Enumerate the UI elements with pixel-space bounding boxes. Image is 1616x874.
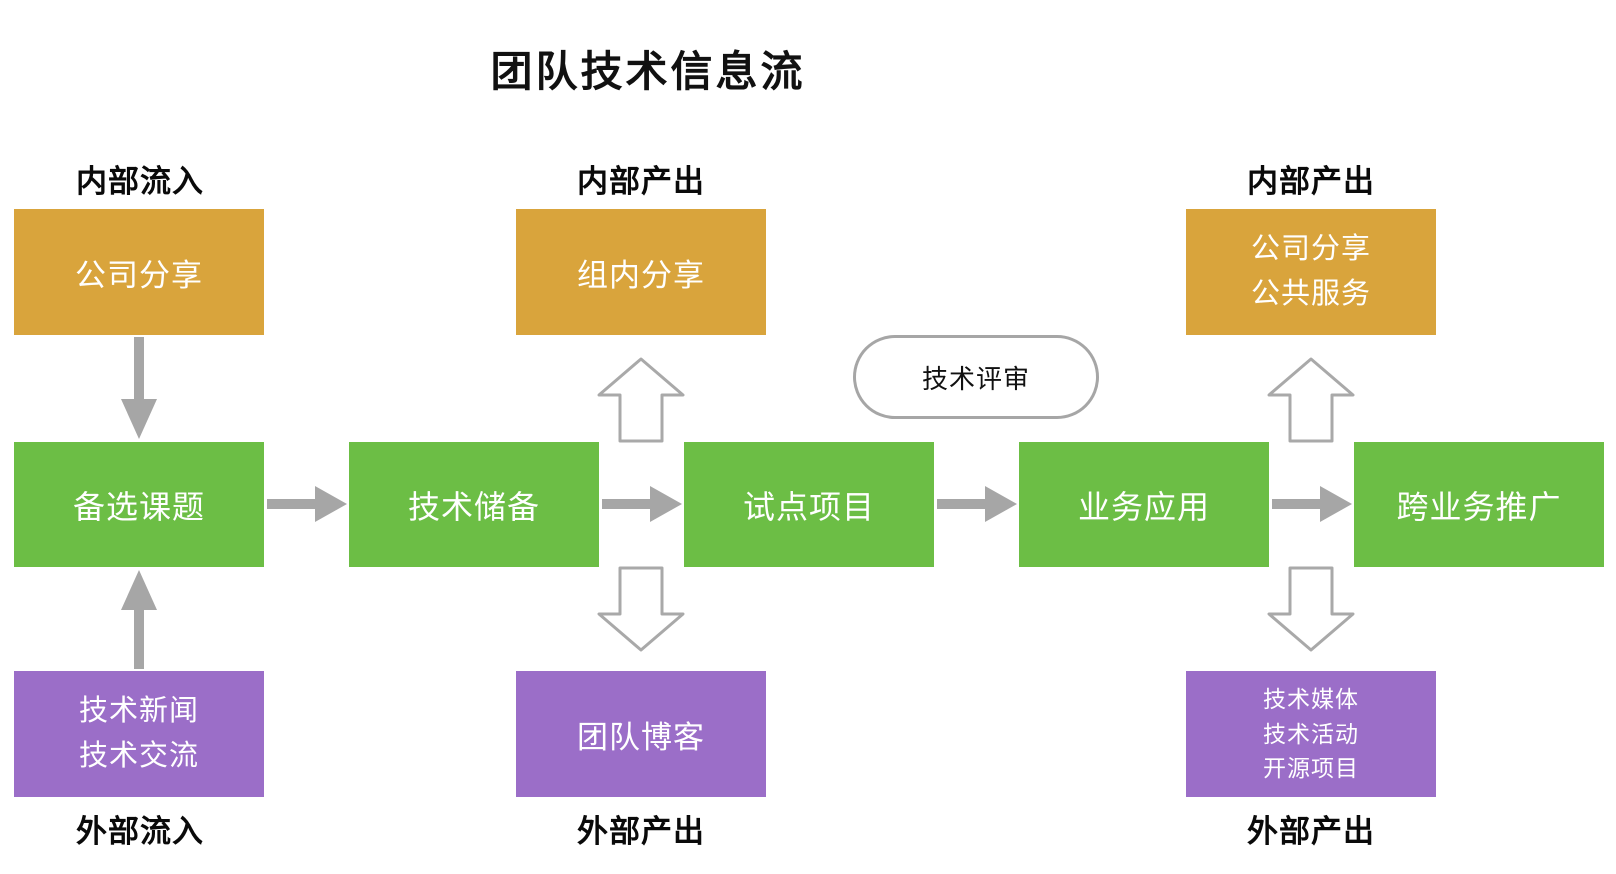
box-team-blog-label: 团队博客 — [577, 719, 705, 755]
box-opensource-line: 开源项目 — [1263, 755, 1359, 782]
flow-arrow-right-1-icon — [267, 486, 347, 522]
flow-box-cross-business-promotion-label: 跨业务推广 — [1396, 488, 1562, 525]
box-company-sharing: 公司分享 — [14, 209, 264, 335]
box-group-sharing-label: 组内分享 — [577, 257, 705, 293]
flow-arrow-right-2-icon — [602, 486, 682, 522]
block-arrow-down-middle-icon — [597, 566, 685, 652]
flow-box-tech-reserve-label: 技术储备 — [407, 488, 540, 525]
block-arrow-up-middle-icon — [597, 357, 685, 443]
box-company-sharing-public-services: 公司分享 公共服务 — [1186, 209, 1436, 335]
arrow-up-icon — [121, 570, 157, 669]
flow-box-cross-business-promotion: 跨业务推广 — [1354, 442, 1604, 567]
box-tech-exchange-line: 技术交流 — [78, 740, 199, 772]
box-tech-news-line: 技术新闻 — [78, 695, 199, 728]
label-internal-inflow: 内部流入 — [76, 164, 204, 199]
box-tech-media-line: 技术媒体 — [1263, 686, 1359, 713]
flow-box-pilot-projects: 试点项目 — [684, 442, 934, 567]
flow-box-candidate-topics-label: 备选课题 — [72, 488, 205, 525]
block-arrow-up-right-icon — [1267, 357, 1355, 443]
box-tech-media-activities-opensource: 技术媒体 技术活动 开源项目 — [1186, 671, 1436, 797]
label-external-output-middle: 外部产出 — [577, 814, 705, 849]
label-internal-output-middle: 内部产出 — [577, 164, 705, 199]
page-title: 团队技术信息流 — [490, 48, 806, 95]
box-company-sharing-line: 公司分享 — [1250, 233, 1371, 266]
box-team-blog: 团队博客 — [516, 671, 766, 797]
flow-box-business-application: 业务应用 — [1019, 442, 1269, 567]
label-internal-output-right: 内部产出 — [1247, 164, 1375, 199]
tech-review-label: 技术评审 — [921, 363, 1030, 394]
label-external-output-right: 外部产出 — [1247, 814, 1375, 849]
block-arrow-down-right-icon — [1267, 566, 1355, 652]
label-external-inflow: 外部流入 — [76, 814, 204, 849]
flow-arrow-right-4-icon — [1272, 486, 1352, 522]
box-public-services-line: 公共服务 — [1250, 278, 1371, 310]
flow-box-pilot-projects-label: 试点项目 — [742, 488, 875, 525]
flow-box-tech-reserve: 技术储备 — [349, 442, 599, 567]
box-company-sharing-label: 公司分享 — [75, 257, 203, 293]
flow-box-candidate-topics: 备选课题 — [14, 442, 264, 567]
tech-review-pill: 技术评审 — [853, 335, 1099, 419]
flow-box-business-application-label: 业务应用 — [1077, 488, 1210, 525]
box-tech-activities-line: 技术活动 — [1263, 720, 1359, 747]
box-group-sharing: 组内分享 — [516, 209, 766, 335]
arrow-down-icon — [121, 337, 157, 439]
box-tech-news-exchange: 技术新闻 技术交流 — [14, 671, 264, 797]
flow-arrow-right-3-icon — [937, 486, 1017, 522]
